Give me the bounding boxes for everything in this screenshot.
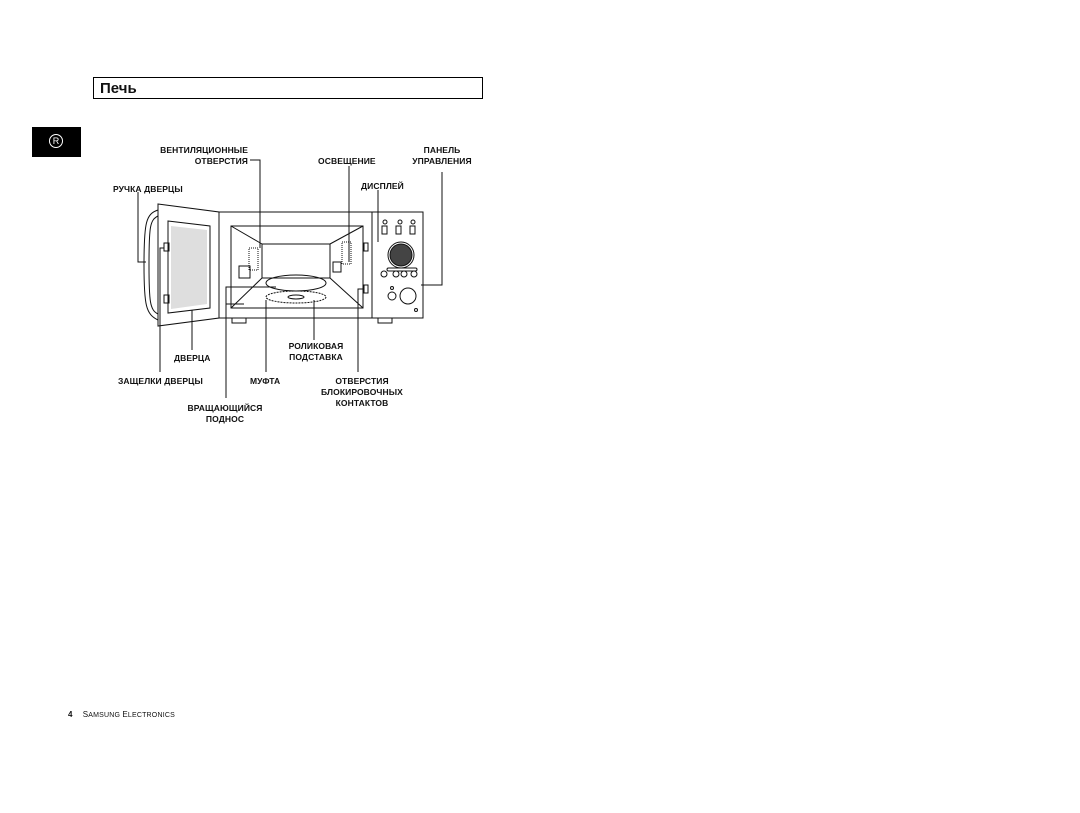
label-coupler: МУФТА (250, 376, 281, 386)
label-door: ДВЕРЦА (174, 353, 211, 363)
label-tray-line1: ВРАЩАЮЩИЙСЯ (187, 403, 263, 413)
door-latch-bottom (163, 294, 170, 304)
foot-left (231, 317, 247, 324)
door (157, 203, 220, 327)
label-display: ДИСПЛЕЙ (361, 181, 404, 191)
panel-button-3 (410, 219, 416, 225)
language-tab-letter: R (49, 134, 63, 148)
page-footer: 4 SAMSUNG ELECTRONICS (68, 710, 175, 719)
label-vent: ВЕНТИЛЯЦИОННЫЕ ОТВЕРСТИЯ (140, 145, 248, 167)
leader-tray (225, 286, 276, 398)
label-interlock-line3: КОНТАКТОВ (335, 398, 389, 408)
panel-button-2 (397, 219, 403, 225)
label-vent-line1: ВЕНТИЛЯЦИОННЫЕ (160, 145, 248, 155)
waveguide-cover (238, 265, 251, 279)
brand-name: SAMSUNG ELECTRONICS (82, 710, 175, 719)
panel-button-6 (400, 270, 408, 278)
interlock-slot-top (363, 242, 369, 252)
label-interlock: ОТВЕРСТИЯ БЛОКИРОВОЧНЫХ КОНТАКТОВ (320, 376, 404, 409)
panel-button-1 (382, 219, 388, 225)
label-door-latches: ЗАЩЕЛКИ ДВЕРЦЫ (118, 376, 203, 386)
turntable (265, 274, 327, 292)
label-interlock-line2: БЛОКИРОВОЧНЫХ (321, 387, 403, 397)
leader-interlock (357, 288, 364, 372)
section-title: Печь (100, 80, 137, 97)
leader-vent (250, 159, 261, 248)
start-button (399, 287, 417, 305)
label-door-handle: РУЧКА ДВЕРЦЫ (113, 184, 183, 194)
page-number: 4 (68, 710, 73, 719)
panel-button-5 (392, 270, 400, 278)
label-control-panel: ПАНЕЛЬ УПРАВЛЕНИЯ (410, 145, 474, 167)
light-cover (332, 261, 342, 273)
label-vent-line2: ОТВЕРСТИЯ (194, 156, 248, 166)
door-handle (143, 209, 159, 321)
label-roller: РОЛИКОВАЯ ПОДСТАВКА (280, 341, 352, 363)
brand-s: S (82, 710, 89, 719)
cavity-back (261, 243, 331, 279)
panel-button-4 (380, 270, 388, 278)
language-tab: R (32, 127, 81, 157)
cavity-frame (230, 225, 364, 309)
interlock-slot-bottom (363, 284, 369, 294)
leader-panel (421, 172, 443, 286)
brand-e: E (122, 710, 128, 719)
leader-handle (137, 192, 146, 263)
label-panel-line1: ПАНЕЛЬ (423, 145, 461, 155)
vent-grille-left (248, 247, 259, 271)
roller-ring (265, 290, 327, 304)
stop-button (387, 291, 397, 301)
brand-lectronics: LECTRONICS (127, 712, 175, 719)
label-roller-line2: ПОДСТАВКА (289, 352, 343, 362)
label-tray: ВРАЩАЮЩИЙСЯ ПОДНОС (180, 403, 270, 425)
door-window (167, 220, 211, 314)
control-dial (389, 243, 413, 267)
label-light: ОСВЕЩЕНИЕ (318, 156, 376, 166)
foot-right (377, 317, 393, 324)
section-title-box: Печь (93, 77, 483, 99)
panel-button-7 (410, 270, 418, 278)
door-latch-top (163, 242, 170, 252)
leader-latch (159, 247, 164, 372)
vent-grille-right (341, 241, 352, 265)
brand-amsung: AMSUNG (88, 712, 123, 719)
label-interlock-line1: ОТВЕРСТИЯ (335, 376, 389, 386)
label-panel-line2: УПРАВЛЕНИЯ (412, 156, 472, 166)
label-tray-line2: ПОДНОС (205, 414, 245, 424)
label-roller-line1: РОЛИКОВАЯ (288, 341, 344, 351)
coupler (287, 294, 305, 300)
